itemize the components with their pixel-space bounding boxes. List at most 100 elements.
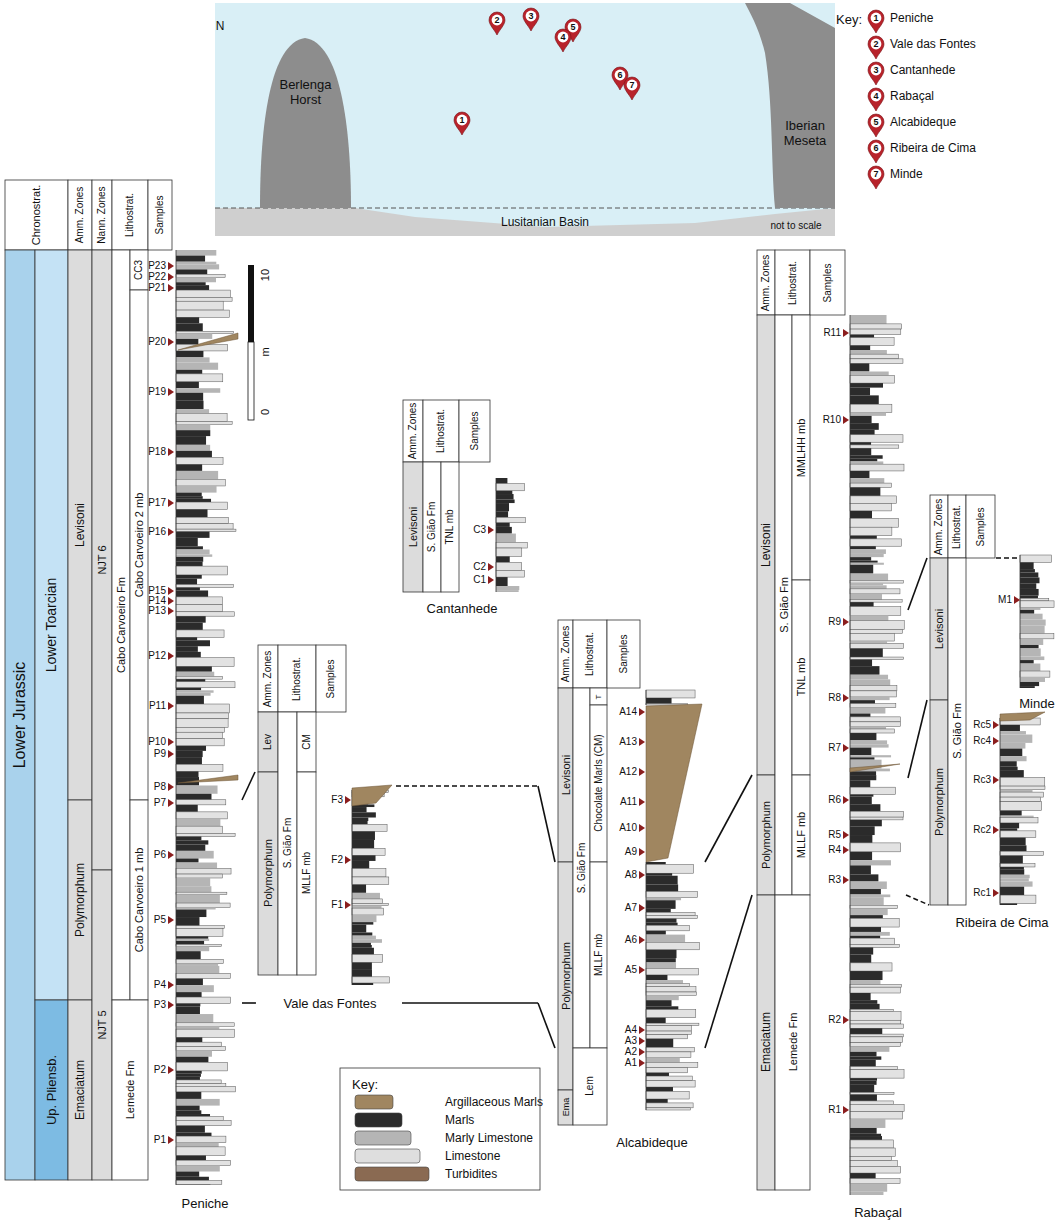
pin-number: 1 xyxy=(453,115,471,126)
bed xyxy=(176,690,214,692)
sample-marker xyxy=(168,597,174,605)
bed xyxy=(176,1084,226,1087)
bed xyxy=(496,542,527,548)
bed xyxy=(352,893,380,899)
lithology-log xyxy=(646,862,699,1110)
sample-marker xyxy=(345,901,351,909)
column-label: Polymorphum xyxy=(263,839,274,907)
bed xyxy=(850,865,871,874)
bed xyxy=(850,714,870,717)
sample-marker xyxy=(843,618,849,626)
location-pin: 2 xyxy=(488,11,506,35)
bed xyxy=(850,345,870,350)
bed xyxy=(176,430,210,436)
bed xyxy=(176,658,234,667)
column-label: TNL mb xyxy=(796,658,807,697)
lithology-log xyxy=(176,250,236,1185)
bed xyxy=(646,864,694,873)
table-cell xyxy=(558,862,573,1090)
bed xyxy=(850,371,889,375)
bed xyxy=(176,676,222,679)
bed xyxy=(176,1172,199,1177)
bed xyxy=(646,1047,695,1051)
bed xyxy=(850,794,873,796)
bed xyxy=(850,1119,885,1128)
bed xyxy=(176,928,223,936)
bed xyxy=(850,860,891,865)
sample-marker xyxy=(639,966,645,974)
bed xyxy=(850,722,900,726)
pin-number: 7 xyxy=(873,170,878,179)
bed xyxy=(850,881,887,889)
bed xyxy=(850,445,899,448)
sample-marker xyxy=(843,1106,849,1114)
sample-marker xyxy=(639,798,645,806)
bed xyxy=(850,1085,874,1093)
sample-marker xyxy=(168,262,174,270)
bed xyxy=(850,324,902,329)
sample-marker xyxy=(168,388,174,396)
table-cell xyxy=(258,645,278,712)
bed xyxy=(646,962,676,968)
bed xyxy=(850,733,876,740)
bed xyxy=(850,729,895,733)
bed xyxy=(176,451,212,458)
bed xyxy=(176,1180,222,1184)
bed xyxy=(850,354,899,359)
bed xyxy=(176,764,223,771)
bed xyxy=(176,973,230,978)
column-label: m xyxy=(260,347,271,356)
bed xyxy=(176,1120,231,1125)
column-label: Samples xyxy=(823,263,833,302)
bed xyxy=(496,503,509,511)
sample-label: A8 xyxy=(625,870,637,880)
sample-label: C1 xyxy=(473,575,486,585)
sample-label: A4 xyxy=(625,1025,637,1035)
bed xyxy=(1000,816,1034,818)
sample-marker xyxy=(993,737,999,745)
lithology-log xyxy=(850,315,904,1195)
column-label: Amm. Zones xyxy=(561,626,571,683)
table-cell xyxy=(423,400,459,462)
column-label: Amm. Zones xyxy=(934,498,944,555)
bed xyxy=(850,1028,882,1034)
bed xyxy=(176,679,205,682)
column-label: Polymorphum xyxy=(934,768,945,836)
bed xyxy=(850,589,900,594)
bed xyxy=(352,824,387,831)
bed xyxy=(850,944,899,947)
bed xyxy=(1000,828,1017,831)
column-label: Lithostrat. xyxy=(585,632,595,676)
bed xyxy=(646,1063,698,1068)
bed xyxy=(176,538,198,546)
bed xyxy=(352,948,374,955)
bed xyxy=(176,886,211,892)
column-label: S. Gião Fm xyxy=(778,577,789,633)
bed xyxy=(1020,639,1043,645)
section-label: Vale das Fontes xyxy=(284,997,377,1010)
sample-marker xyxy=(168,284,174,292)
bed xyxy=(1000,895,1036,903)
sample-marker xyxy=(168,783,174,791)
lithology-log xyxy=(1020,555,1054,688)
bed xyxy=(176,1110,201,1114)
bed xyxy=(850,1009,893,1011)
key-pin xyxy=(868,140,884,163)
column-label: Amm. Zones xyxy=(75,187,85,244)
bed xyxy=(850,561,878,563)
sample-marker xyxy=(843,831,849,839)
column-label: Ema xyxy=(561,1098,570,1117)
sample-label: A6 xyxy=(625,935,637,945)
bed xyxy=(1000,802,1042,811)
table-cell xyxy=(441,462,459,592)
bed xyxy=(850,1101,893,1104)
pin-number: 2 xyxy=(488,15,506,26)
bed xyxy=(646,942,699,949)
table-cell xyxy=(278,712,297,975)
bed xyxy=(1020,648,1041,656)
bed xyxy=(176,623,203,630)
bed xyxy=(646,1052,691,1058)
legend-swatch xyxy=(355,1131,411,1145)
bed xyxy=(850,496,897,503)
bed xyxy=(176,351,203,357)
